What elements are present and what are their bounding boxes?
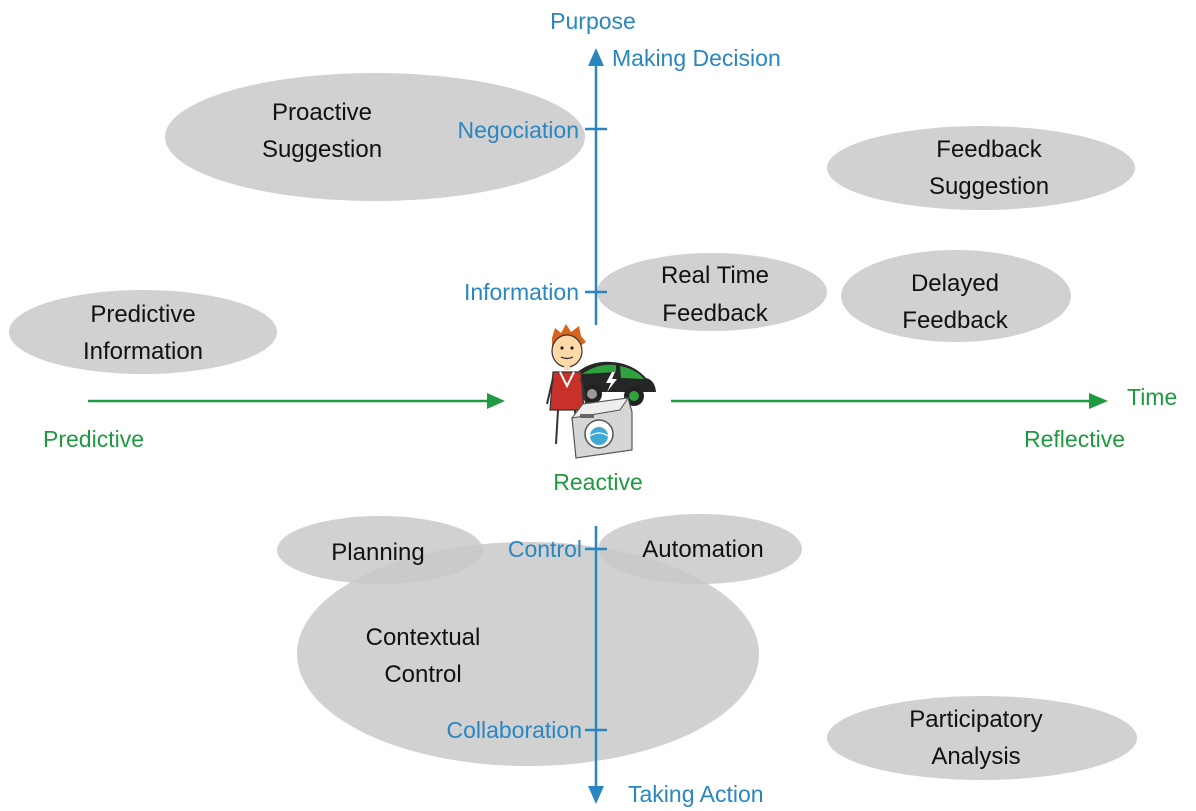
vertical-axis — [585, 48, 607, 804]
bubble-planning — [277, 516, 483, 584]
label-contextual-control-line1: Contextual — [366, 624, 481, 651]
tick-label-information: Information — [464, 279, 579, 305]
horizontal-axis-arrow-center — [487, 393, 505, 409]
bubble-participatory-analysis — [827, 696, 1137, 780]
horizontal-axis-arrow-right — [1089, 393, 1108, 409]
vertical-axis-title: Purpose — [550, 8, 636, 34]
washing-machine-icon — [570, 397, 633, 459]
label-delayed-feedback-line1: Delayed — [911, 270, 999, 297]
tick-label-negociation: Negociation — [458, 117, 579, 143]
vertical-axis-top-label: Making Decision — [612, 45, 781, 71]
label-contextual-control-line2: Control — [384, 661, 461, 688]
tick-label-collaboration: Collaboration — [446, 717, 582, 743]
bubble-automation — [598, 514, 802, 584]
label-feedback-suggestion-line2: Suggestion — [929, 173, 1049, 200]
label-participatory-analysis-line2: Analysis — [931, 743, 1020, 770]
vertical-axis-arrow-up — [588, 48, 604, 66]
label-participatory-analysis-line1: Participatory — [909, 706, 1042, 733]
bubble-feedback-suggestion — [827, 126, 1135, 210]
tick-label-control: Control — [508, 536, 582, 562]
bubble-contextual-control — [297, 542, 759, 766]
label-real-time-feedback-line1: Real Time — [661, 262, 769, 289]
label-predictive-information-line2: Information — [83, 338, 203, 365]
label-delayed-feedback-line2: Feedback — [902, 307, 1008, 334]
label-proactive-suggestion-line1: Proactive — [272, 99, 372, 126]
label-automation: Automation — [642, 536, 763, 563]
bubble-proactive-suggestion — [165, 73, 585, 201]
label-real-time-feedback-line2: Feedback — [662, 300, 768, 327]
label-proactive-suggestion-line2: Suggestion — [262, 136, 382, 163]
horizontal-axis — [88, 393, 1108, 409]
label-predictive-information-line1: Predictive — [90, 301, 195, 328]
vertical-axis-arrow-down — [588, 786, 604, 804]
bubble-real-time-feedback — [597, 253, 827, 331]
vertical-axis-bottom-label: Taking Action — [628, 781, 764, 807]
label-planning: Planning — [331, 539, 424, 566]
bubble-delayed-feedback — [841, 250, 1071, 342]
horizontal-axis-center-label: Reactive — [553, 469, 642, 495]
person-icon — [546, 324, 587, 445]
horizontal-axis-left-label: Predictive — [43, 426, 144, 452]
horizontal-axis-title: Time — [1127, 384, 1177, 410]
label-feedback-suggestion-line1: Feedback — [936, 136, 1042, 163]
horizontal-axis-right-label: Reflective — [1024, 426, 1125, 452]
electric-car-icon — [572, 361, 656, 406]
center-illustration — [546, 324, 656, 459]
bubble-predictive-information — [9, 290, 277, 374]
